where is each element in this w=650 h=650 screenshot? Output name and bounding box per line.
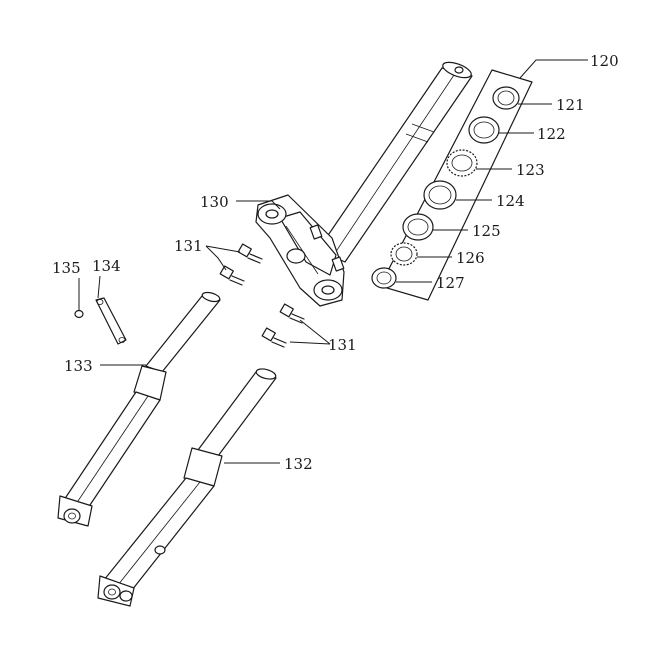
- label-122: 122: [537, 125, 566, 143]
- label-121: 121: [556, 96, 585, 114]
- label-133: 133: [64, 357, 93, 375]
- part-126: [390, 242, 418, 266]
- label-131-lower: 131: [328, 336, 357, 354]
- label-124: 124: [496, 192, 525, 210]
- leader-lines: [78, 59, 588, 464]
- label-130: 130: [200, 193, 229, 211]
- label-127: 127: [436, 274, 465, 292]
- label-131-upper: 131: [174, 237, 203, 255]
- right-fork-leg: [97, 368, 277, 607]
- label-123: 123: [516, 161, 545, 179]
- part-labels: 120 121 122 123 124 125 126 127 130 131 …: [52, 52, 619, 473]
- label-135: 135: [52, 259, 81, 277]
- label-126: 126: [456, 249, 485, 267]
- screw-135: [74, 309, 84, 319]
- part-127: [371, 267, 397, 289]
- label-125: 125: [472, 222, 501, 240]
- label-132: 132: [284, 455, 313, 473]
- part-121: [492, 86, 520, 110]
- label-134: 134: [92, 257, 121, 275]
- triple-clamp: [255, 194, 345, 307]
- bolts-131: [219, 243, 305, 348]
- part-125: [402, 213, 434, 241]
- part-122: [468, 116, 500, 144]
- label-120: 120: [590, 52, 619, 70]
- steering-stem: [317, 61, 473, 263]
- link-plate-134: [95, 297, 127, 345]
- bearing-kit-parts: [371, 86, 520, 289]
- part-123: [446, 149, 478, 177]
- part-124: [423, 180, 457, 210]
- left-fork-leg: [57, 291, 221, 527]
